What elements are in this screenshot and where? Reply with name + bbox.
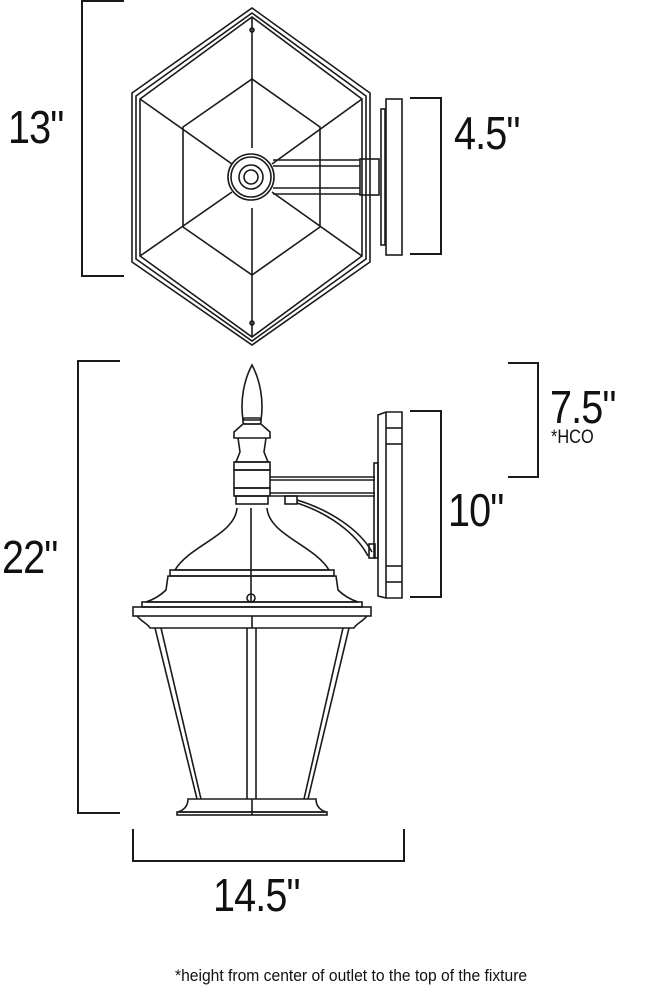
side-view-arm — [270, 476, 376, 559]
hco-sub-label: *HCO — [551, 427, 594, 448]
top-view-hexagon — [131, 7, 371, 346]
hco-label: 7.5" — [550, 381, 616, 433]
side-backplate-bracket — [410, 410, 442, 598]
top-backplate-bracket — [410, 97, 442, 255]
top-view-arm — [273, 158, 380, 196]
side-view-backplate — [373, 411, 403, 599]
lantern-cage — [136, 615, 368, 800]
side-backplate-label: 10" — [448, 484, 504, 536]
lantern-dome — [132, 507, 372, 617]
top-view-backplate — [380, 98, 403, 256]
side-height-label: 22" — [2, 531, 58, 583]
side-width-label: 14.5" — [213, 869, 301, 921]
side-width-bracket — [132, 829, 405, 862]
top-view-hub — [227, 153, 275, 201]
side-hco-bracket — [508, 362, 539, 478]
top-backplate-label: 4.5" — [454, 107, 520, 159]
top-height-bracket — [81, 0, 124, 277]
lantern-base — [176, 798, 328, 816]
side-height-bracket — [77, 360, 120, 814]
finial — [233, 363, 271, 505]
hco-footnote: *height from center of outlet to the top… — [175, 966, 528, 985]
top-height-label: 13" — [8, 101, 64, 153]
